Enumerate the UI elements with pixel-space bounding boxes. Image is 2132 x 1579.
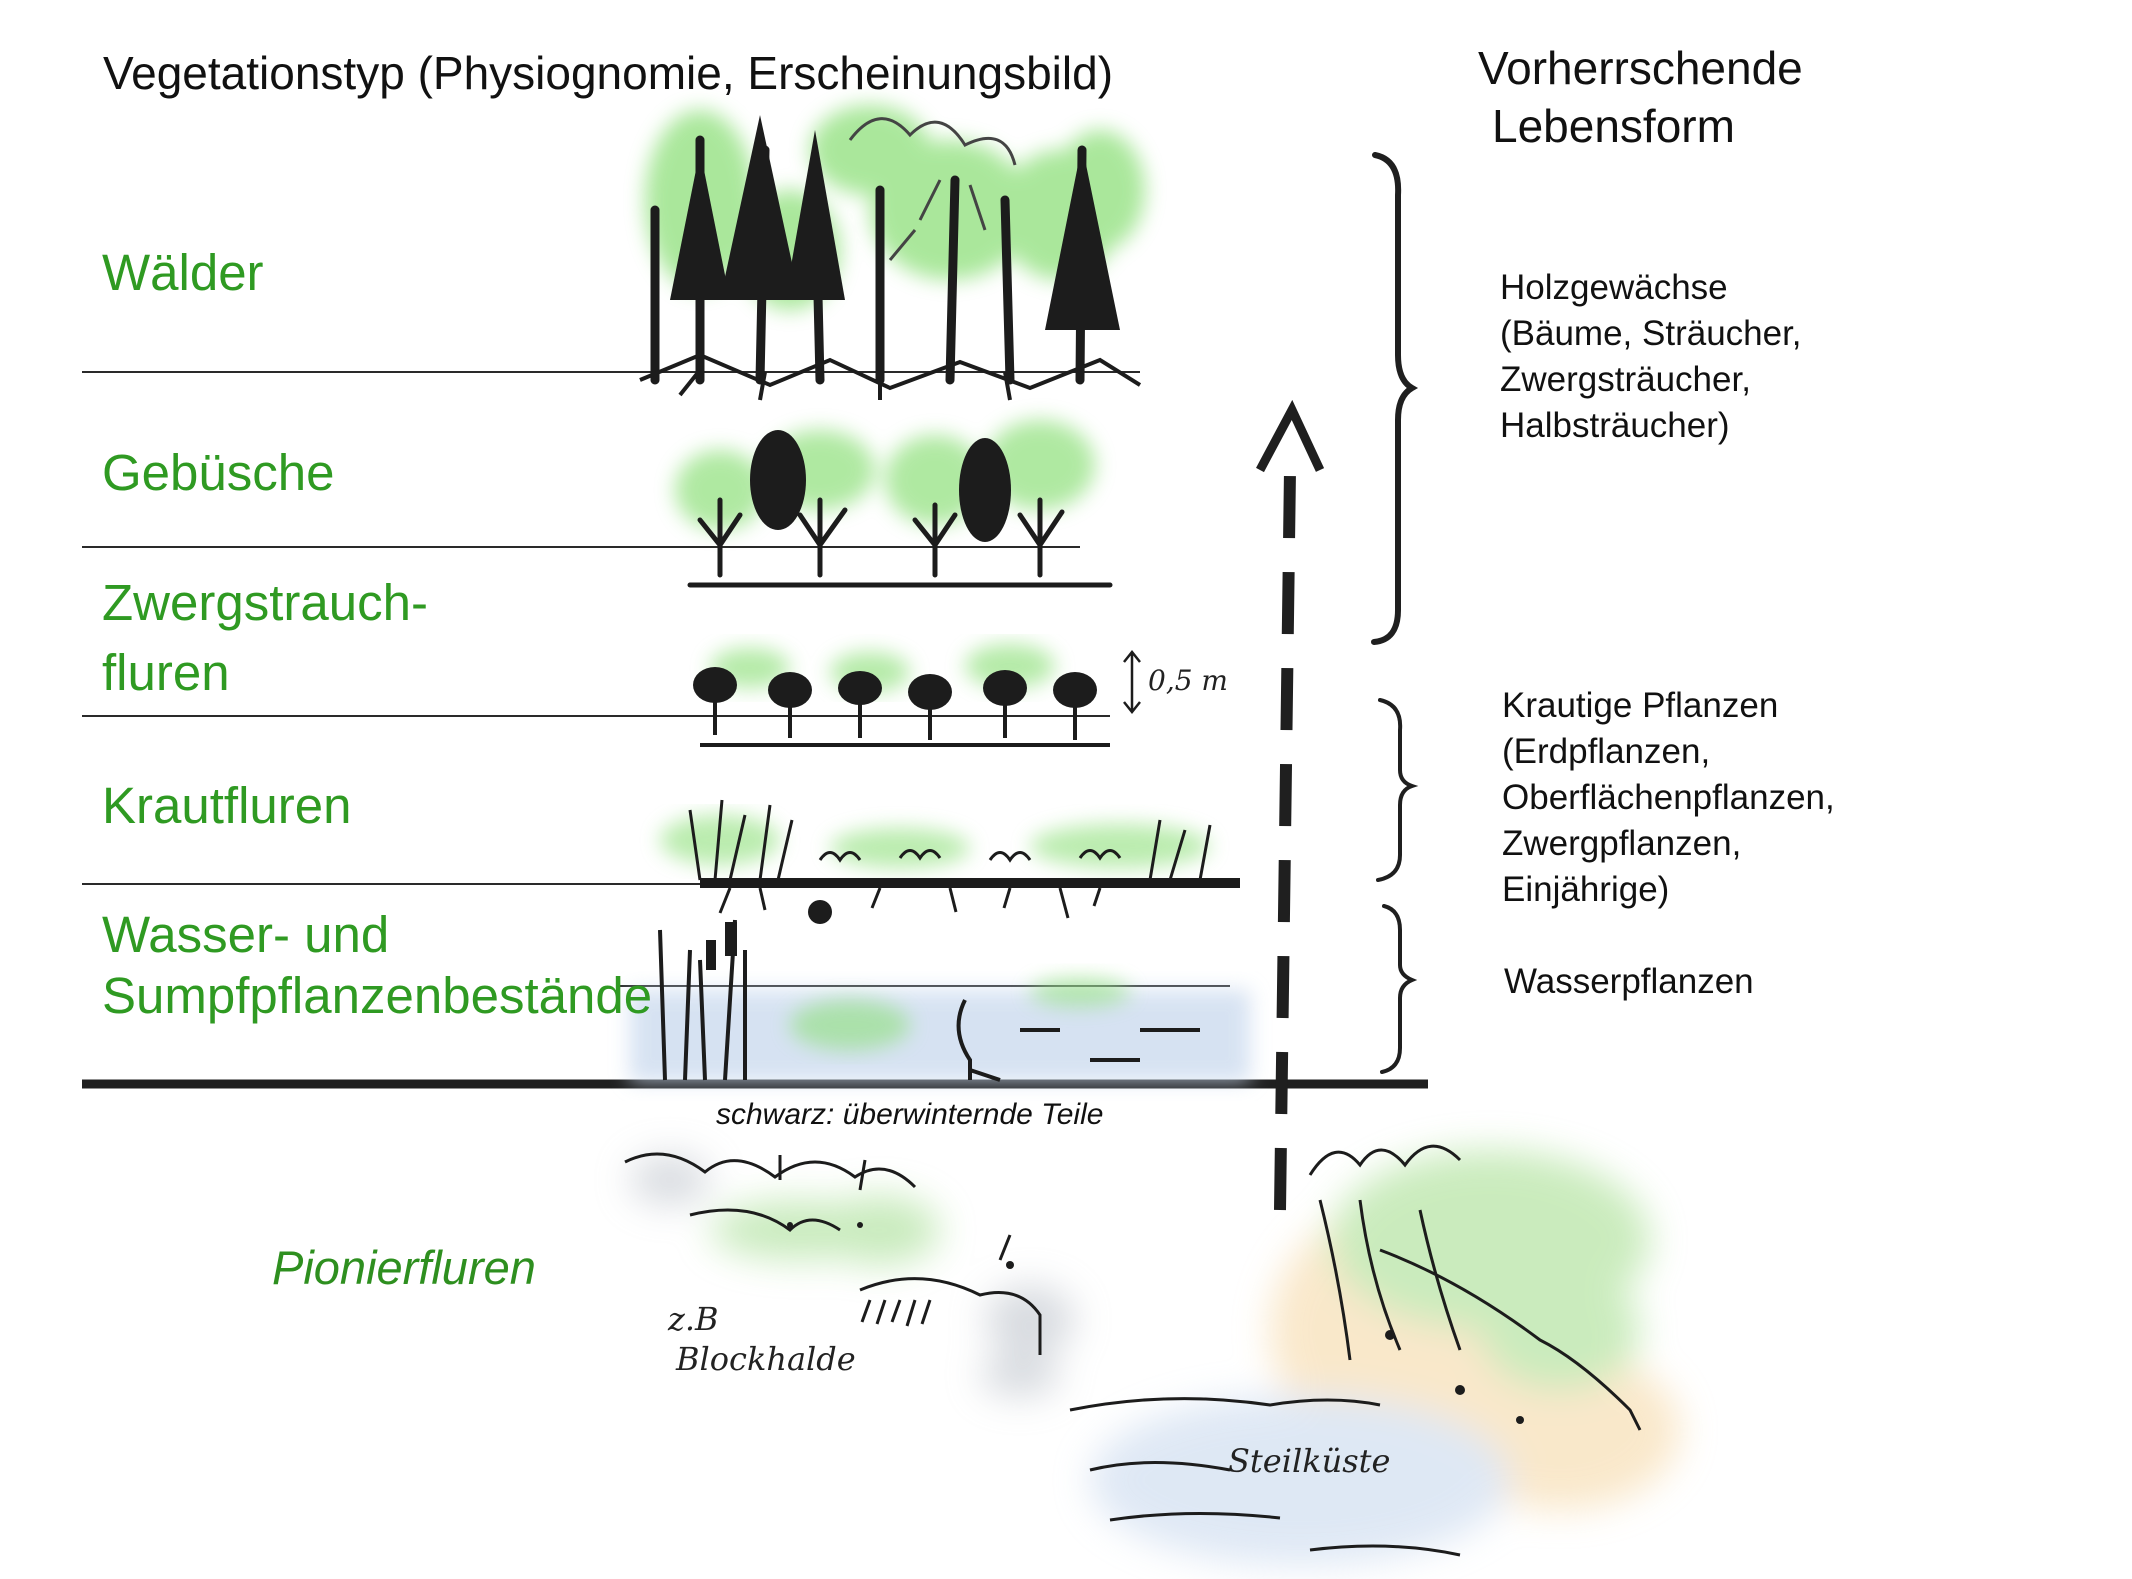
woody-brace xyxy=(1371,152,1419,645)
label-herb-communities: Krautfluren xyxy=(102,777,352,834)
life-form-braces xyxy=(1371,152,1419,1074)
herbaceous-line5: Einjährige) xyxy=(1502,870,1670,909)
herbaceous-line1: Krautige Pflanzen xyxy=(1502,686,1779,725)
label-shrubs: Gebüsche xyxy=(102,444,335,501)
height-indicator xyxy=(1123,649,1141,715)
woody-line4: Halbsträucher) xyxy=(1500,406,1730,445)
aquatic-brace xyxy=(1380,904,1418,1074)
aquatic-label: Wasserpflanzen xyxy=(1504,962,1754,1001)
label-pioneer: Pionierfluren xyxy=(272,1241,536,1294)
life-form-header-line2: Lebensform xyxy=(1492,100,1735,152)
water-sketch xyxy=(630,919,1250,1082)
cliff-coast-sketch xyxy=(1069,1144,1680,1565)
forest-sketch xyxy=(639,105,1145,401)
wintering-caption: schwarz: überwinternde Teile xyxy=(716,1098,1104,1131)
shrub-sketch xyxy=(675,420,1113,588)
label-dwarf-shrub-line1: Zwergstrauch- xyxy=(102,574,428,631)
example-label-line1: z.B xyxy=(668,1300,719,1338)
boulder-field-sketch xyxy=(624,1152,1075,1397)
label-water-line2: Sumpfpflanzenbestände xyxy=(102,967,653,1024)
woody-line1: Holzgewächse xyxy=(1500,268,1728,307)
life-form-header-line1: Vorherrschende xyxy=(1478,42,1803,94)
height-label: 0,5 m xyxy=(1148,664,1228,697)
herbaceous-line4: Zwergpflanzen, xyxy=(1502,824,1742,863)
dwarf-shrub-sketch xyxy=(693,644,1141,747)
woody-line2: (Bäume, Sträucher, xyxy=(1500,314,1802,353)
example-label-line2: Blockhalde xyxy=(676,1340,856,1378)
succession-arrow xyxy=(1256,399,1325,1211)
vegetation-type-header: Vegetationstyp (Physiognomie, Erscheinun… xyxy=(103,47,1114,99)
label-forests: Wälder xyxy=(102,244,264,301)
label-water-line1: Wasser- und xyxy=(102,906,390,963)
herbaceous-line2: (Erdpflanzen, xyxy=(1502,732,1711,771)
herbaceous-brace xyxy=(1376,698,1419,882)
herbaceous-line3: Oberflächenpflanzen, xyxy=(1502,778,1835,817)
herb-sketch xyxy=(660,799,1240,924)
woody-line3: Zwergsträucher, xyxy=(1500,360,1751,399)
label-dwarf-shrub-line2: fluren xyxy=(102,644,230,701)
cliff-label: Steilküste xyxy=(1228,1442,1391,1480)
